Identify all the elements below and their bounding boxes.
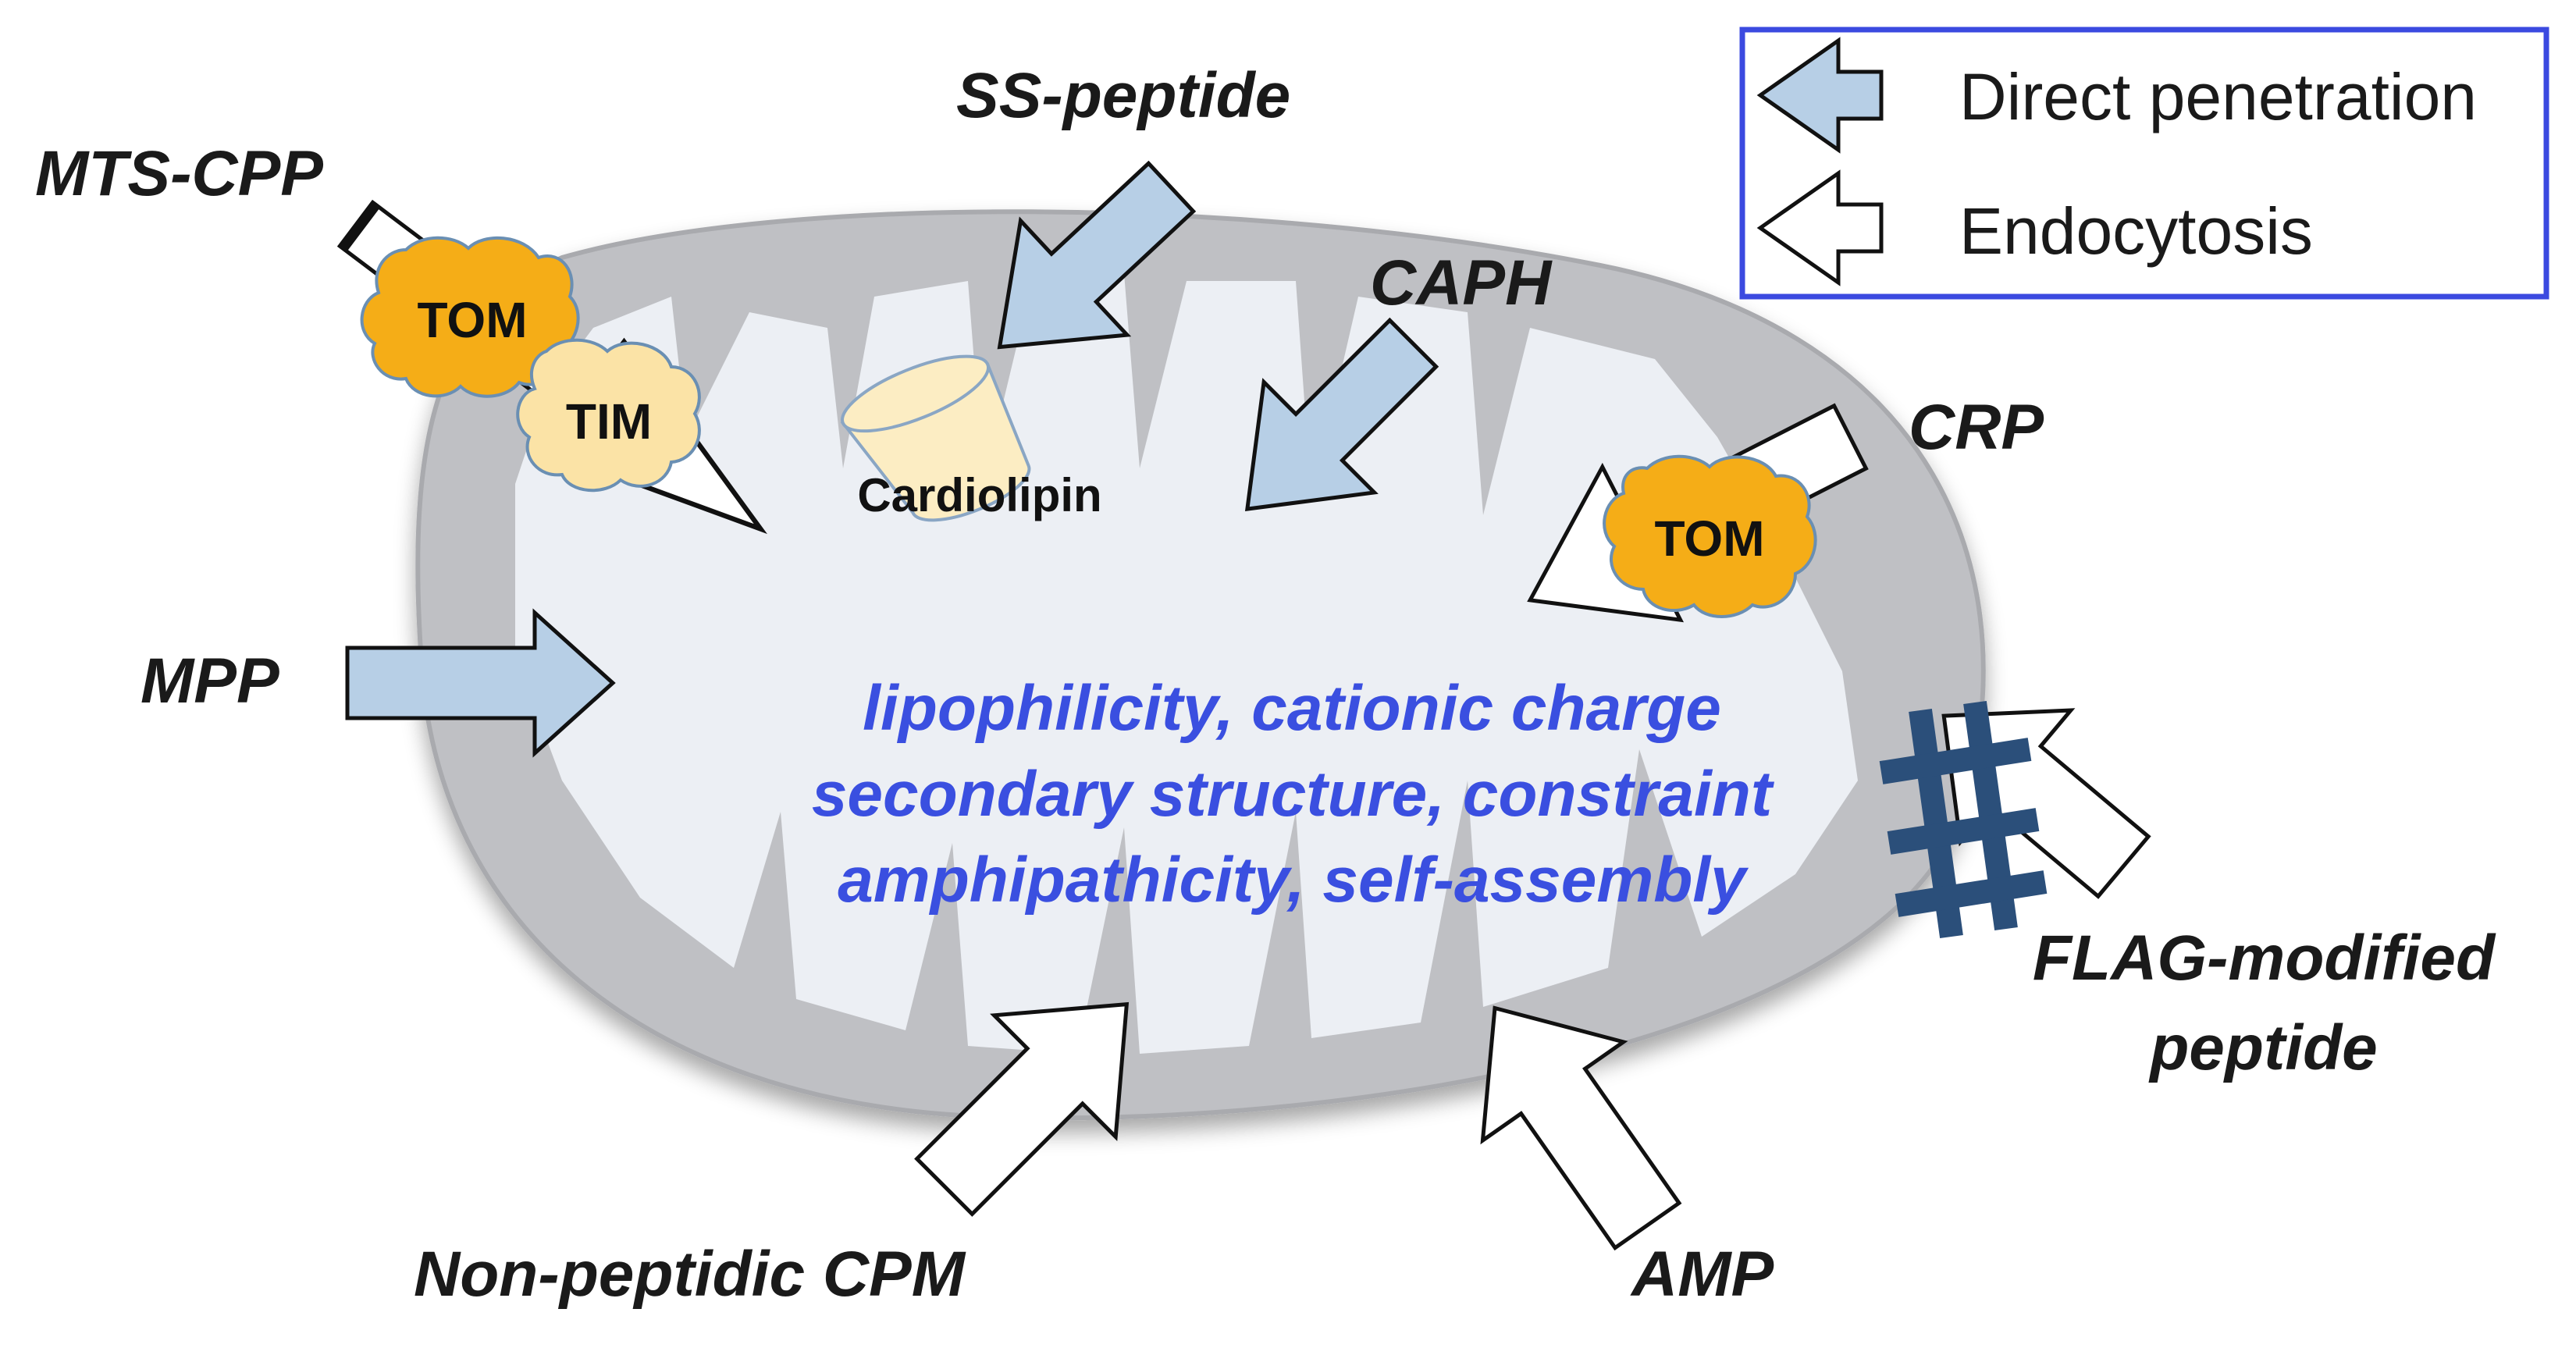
tom-right-blob (1603, 454, 1817, 618)
non-peptidic-cpm-arrow (914, 1001, 1130, 1217)
tom-complex-right: TOM (1603, 454, 1817, 618)
caph-label: CAPH (1370, 247, 1553, 318)
crp-label: CRP (1909, 392, 2044, 463)
cardiolipin (840, 354, 1031, 522)
flag-tag-icon (1879, 700, 2048, 939)
flag-line-5 (1895, 870, 2048, 917)
arrow-left-icon (1756, 37, 1884, 154)
flag-modified-label-line2: peptide (2148, 1012, 2378, 1083)
flag-line-4 (1887, 808, 2040, 855)
cardiolipin-cylinder (840, 362, 1031, 522)
amp-arrow (1480, 1005, 1682, 1251)
legend-item-direct: Direct penetration (1756, 37, 2477, 154)
mpp-arrow (345, 608, 616, 758)
tim-complex-left: TIM (516, 338, 701, 493)
legend: Direct penetration Endocytosis (1739, 27, 2549, 300)
tom-left-blob (360, 236, 580, 398)
tom-complex-left: TOM (360, 236, 580, 398)
flag-line-3 (1879, 738, 2032, 784)
flag-modified-label-line1: FLAG-modified (2033, 923, 2496, 994)
tom-right-label: TOM (1654, 510, 1764, 567)
cardiolipin-label: Cardiolipin (857, 469, 1101, 521)
legend-label-endocytosis: Endocytosis (1959, 194, 2313, 268)
non-peptidic-cpm-label: Non-peptidic CPM (414, 1239, 966, 1310)
cardiolipin-top (841, 354, 991, 433)
mts-cpp-label: MTS-CPP (35, 138, 323, 209)
legend-label-direct: Direct penetration (1959, 60, 2477, 133)
arrow-left-icon (1756, 169, 1884, 286)
tom-left-label: TOM (417, 292, 527, 348)
ss-peptide-label: SS-peptide (956, 60, 1290, 131)
legend-item-endocytosis: Endocytosis (1756, 169, 2313, 286)
caph-arrow (1244, 317, 1439, 512)
ss-peptide-arrow (997, 160, 1197, 350)
property-line-1: lipophilicity, cationic charge (863, 673, 1721, 744)
mpp-label: MPP (141, 646, 279, 717)
mitochondrion-matrix (515, 273, 1858, 1054)
tim-left-label: TIM (566, 393, 652, 450)
matrix-region (515, 273, 1858, 1054)
property-line-2: secondary structure, constraint (812, 759, 1775, 830)
peptide-properties: lipophilicity, cationic charge secondary… (812, 673, 1775, 916)
tim-left-blob (516, 338, 701, 493)
amp-label: AMP (1630, 1239, 1774, 1310)
property-line-3: amphipathicity, self-assembly (838, 845, 1749, 916)
